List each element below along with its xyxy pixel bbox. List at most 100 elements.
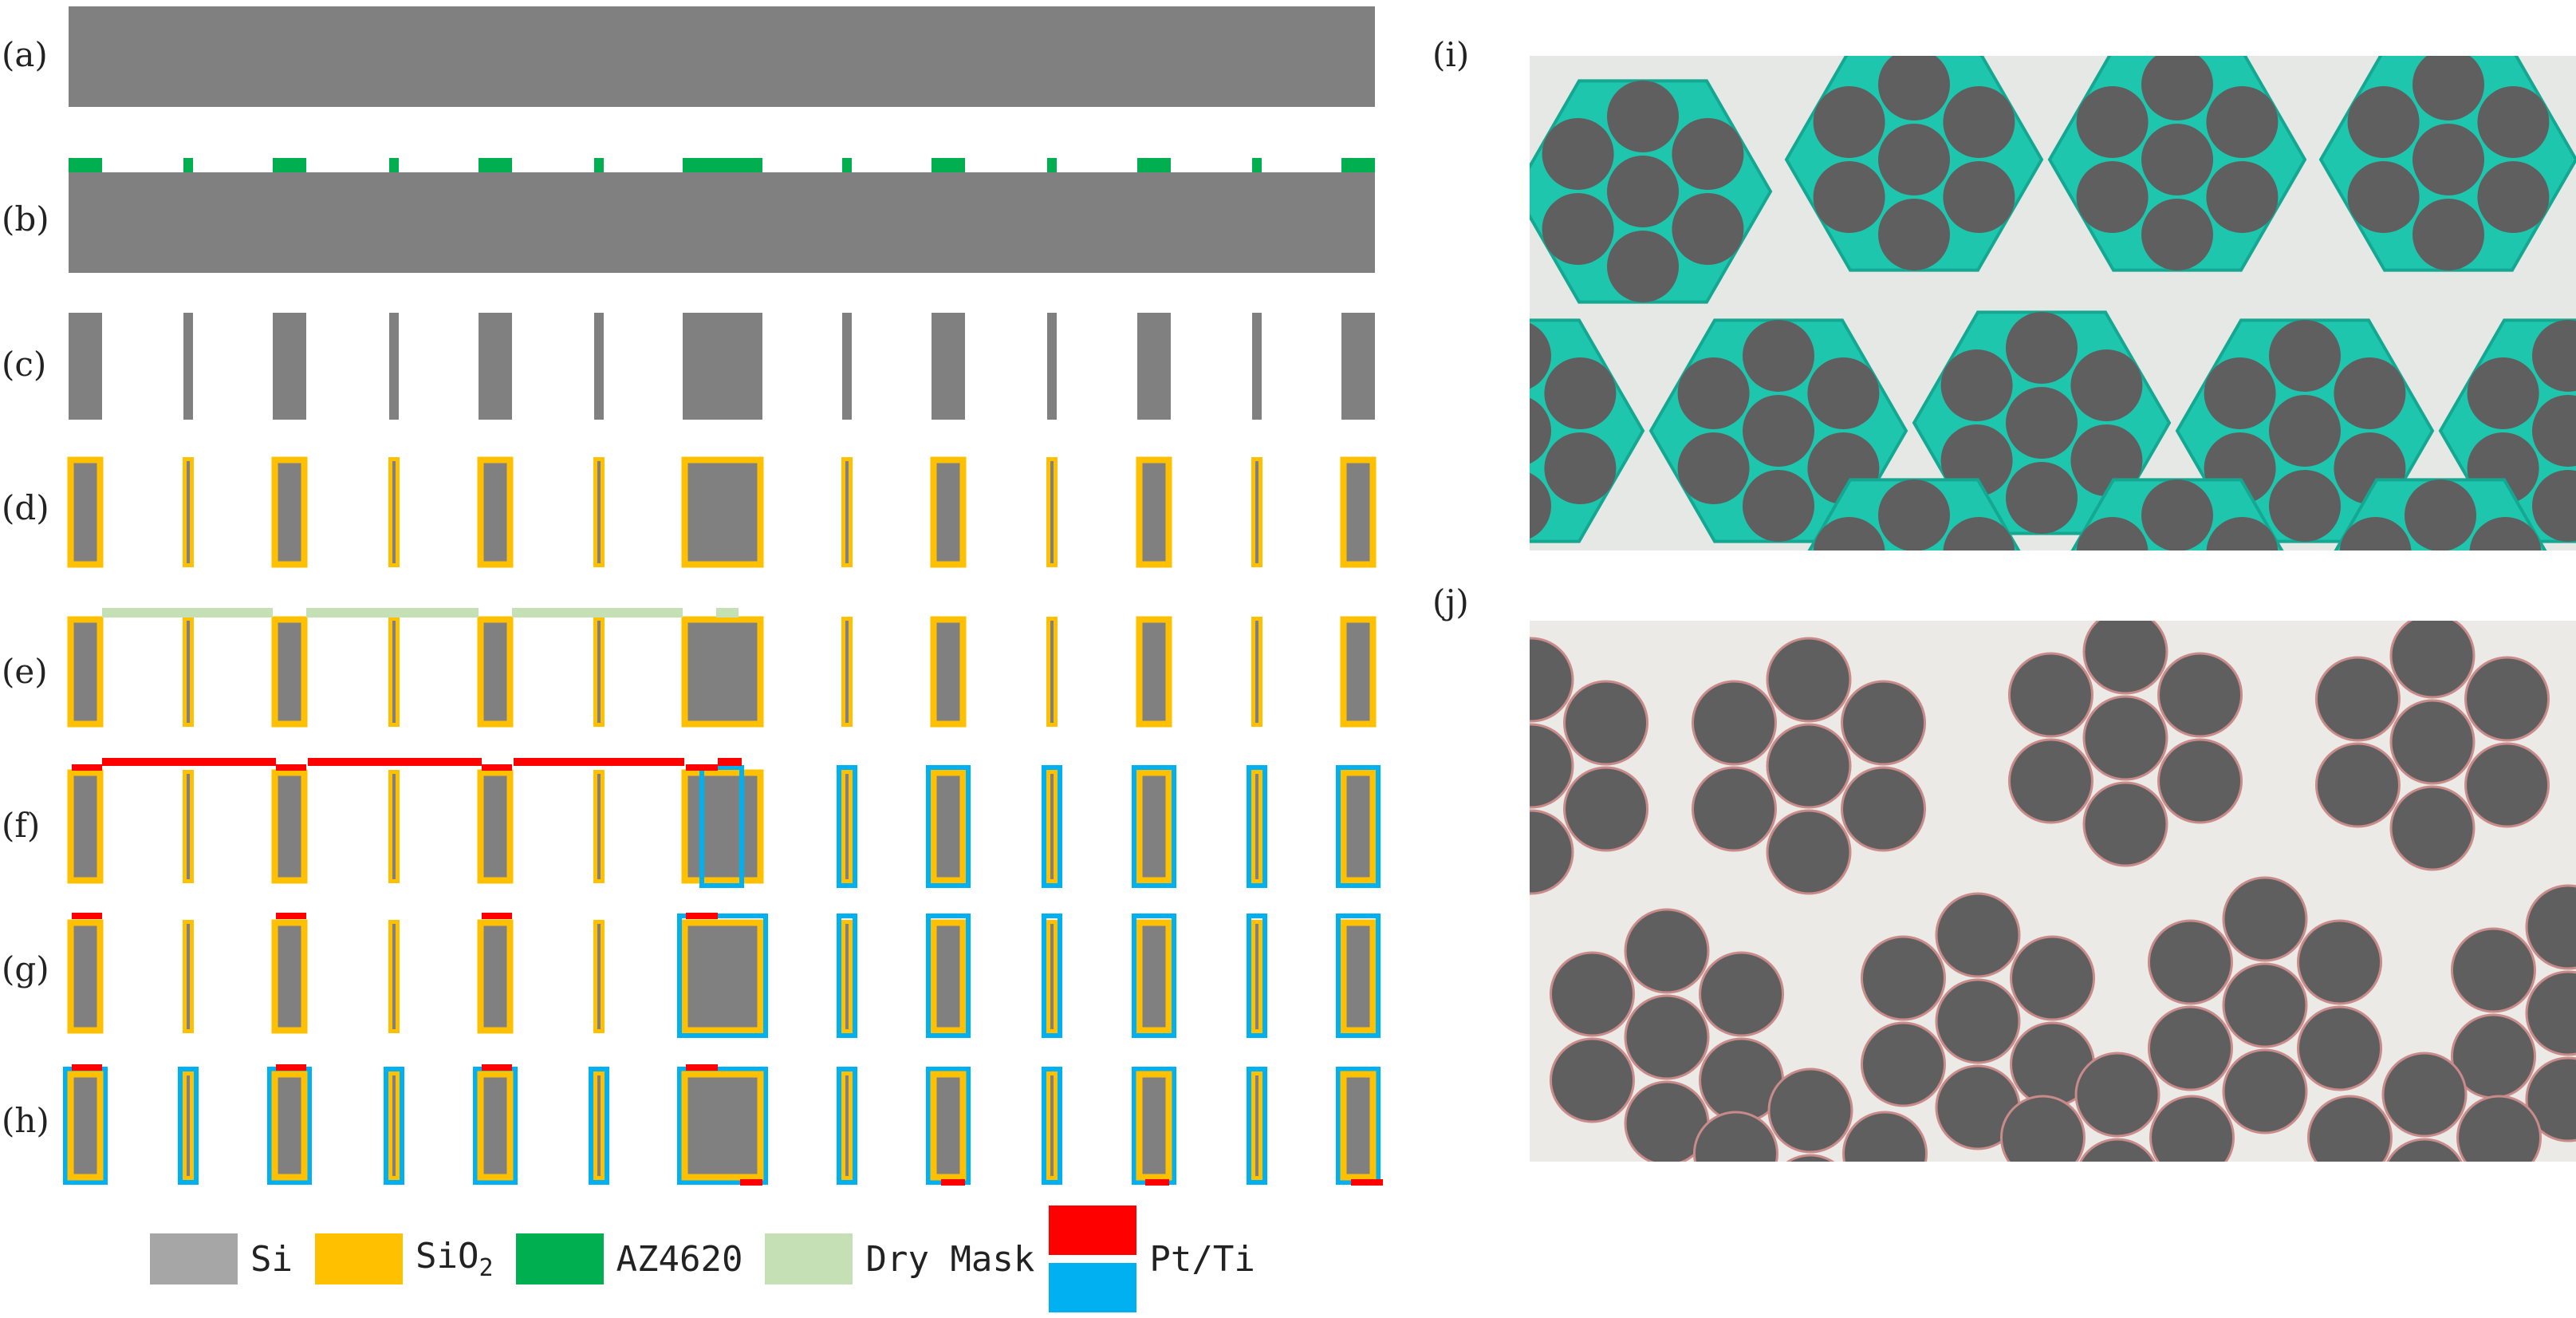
- oxidized-pillar-g: [183, 920, 194, 1033]
- fiber-circle: [1813, 161, 1885, 233]
- fiber-circle: [2413, 199, 2484, 270]
- fiber-circle: [1813, 86, 1885, 158]
- fiber-circle: [2076, 86, 2149, 158]
- dry-mask-bridge: [102, 608, 273, 618]
- fiber-circle: [2405, 479, 2476, 550]
- fiber-circle: [1415, 432, 1487, 504]
- process-steps-diagram: [63, 6, 1383, 1186]
- fiber-circle: [2306, 1095, 2393, 1162]
- fiber-circle: [1415, 681, 1498, 764]
- pt-cap: [482, 764, 512, 771]
- fiber-circle: [1935, 892, 2021, 978]
- pt-bridge: [102, 758, 276, 766]
- si-pillar-c: [1137, 313, 1171, 420]
- panel-label-a: (a): [2, 35, 48, 74]
- ti-layer: [677, 1067, 768, 1185]
- fiber-circle: [1743, 470, 1814, 542]
- fiber-circle: [2347, 161, 2420, 233]
- fiber-circle: [2079, 1138, 2156, 1162]
- oxidized-pillar-f: [1340, 769, 1377, 884]
- fiber-circle: [1677, 432, 1750, 504]
- ti-layer: [1042, 1067, 1062, 1185]
- az4620-patch: [273, 158, 306, 172]
- fiber-circle: [2074, 1052, 2160, 1138]
- fiber-circle: [2525, 884, 2576, 970]
- oxidized-pillar-g: [1340, 919, 1377, 1034]
- si-pillar-c: [594, 313, 604, 420]
- fiber-circle: [1544, 432, 1617, 504]
- oxidized-pillar-g: [1046, 920, 1058, 1033]
- fiber-circle: [2149, 1095, 2235, 1162]
- oxidized-pillar-d: [1136, 456, 1172, 568]
- fiber-circle: [1743, 320, 1814, 392]
- fiber-circle: [2006, 387, 2078, 459]
- fiber-circle: [2383, 1225, 2466, 1308]
- oxidized-pillar-d: [681, 456, 764, 568]
- oxidized-pillar-h: [477, 1071, 514, 1181]
- pt-bridge: [514, 758, 684, 766]
- fiber-circle: [2297, 919, 2383, 1005]
- fiber-circle: [2532, 470, 2576, 542]
- fiber-circle: [2157, 738, 2243, 824]
- ti-layer: [1336, 765, 1381, 888]
- fiber-circle: [1542, 118, 1614, 190]
- panel-label-g: (g): [2, 949, 49, 988]
- oxidized-pillar-e: [930, 616, 967, 728]
- oxidized-pillar-h: [183, 1071, 194, 1180]
- pt-cap: [276, 764, 306, 771]
- panel-label-j: (j): [1432, 582, 1469, 622]
- oxidized-pillar-f: [1251, 770, 1262, 883]
- az4620-patch: [1252, 158, 1262, 172]
- panel-label-i: (i): [1432, 35, 1470, 74]
- fiber-circle: [1549, 1037, 1635, 1123]
- ti-layer: [1042, 914, 1062, 1038]
- fiber-circle: [1691, 766, 1777, 852]
- az4620-patch: [1047, 158, 1057, 172]
- fiber-circle: [1530, 723, 1574, 809]
- fiber-circle: [2204, 357, 2276, 429]
- fiber-circle: [2206, 517, 2279, 550]
- legend-swatch-sio2: [314, 1233, 403, 1284]
- oxidized-pillar-d: [841, 457, 853, 567]
- legend-label-dry-mask: Dry Mask: [865, 1238, 1035, 1280]
- az4620-patch: [69, 158, 102, 172]
- pt-bottom: [1145, 1179, 1169, 1186]
- panel-label-c: (c): [2, 345, 47, 384]
- fiber-circle: [1766, 723, 1852, 809]
- fiber-circle: [2458, 1182, 2541, 1265]
- fiber-circle: [2532, 320, 2576, 392]
- ti-layer: [677, 914, 768, 1038]
- fiber-circle: [2308, 1182, 2391, 1265]
- fiber-circle: [2141, 554, 2213, 626]
- legend-label-si: Si: [250, 1238, 293, 1280]
- si-pillar-c: [932, 313, 965, 420]
- pt-bridge: [718, 758, 742, 766]
- fiber-circle: [1544, 357, 1617, 429]
- oxidized-pillar-h: [593, 1071, 605, 1180]
- fiber-circle: [2269, 320, 2341, 392]
- fiber-circle: [2469, 517, 2542, 550]
- fiber-circle: [1943, 86, 2015, 158]
- legend-swatch-pt-ti: [1049, 1206, 1137, 1312]
- fiber-circle: [1624, 908, 1710, 994]
- ti-layer: [178, 1067, 199, 1185]
- oxidized-pillar-d: [593, 457, 605, 567]
- dry-mask-bridge: [512, 608, 683, 618]
- oxidized-pillar-h: [1046, 1071, 1058, 1180]
- ti-layer: [837, 1067, 857, 1185]
- fiber-circle: [2269, 395, 2341, 467]
- fiber-circle: [2467, 357, 2539, 429]
- pt-bottom: [1351, 1179, 1383, 1186]
- fiber-circle: [2389, 785, 2476, 871]
- si-pillar-c: [683, 313, 762, 420]
- fiber-circle: [1672, 193, 1744, 265]
- fiber-circle: [2386, 1138, 2463, 1162]
- oxidized-pillar-e: [1251, 617, 1262, 727]
- oxidized-pillar-h: [271, 1071, 308, 1181]
- ti-layer: [1247, 1067, 1267, 1185]
- ti-layer: [926, 914, 971, 1038]
- fiber-circle: [1940, 349, 2013, 421]
- fiber-circle: [1769, 1241, 1852, 1318]
- oxidized-pillar-d: [1340, 456, 1377, 568]
